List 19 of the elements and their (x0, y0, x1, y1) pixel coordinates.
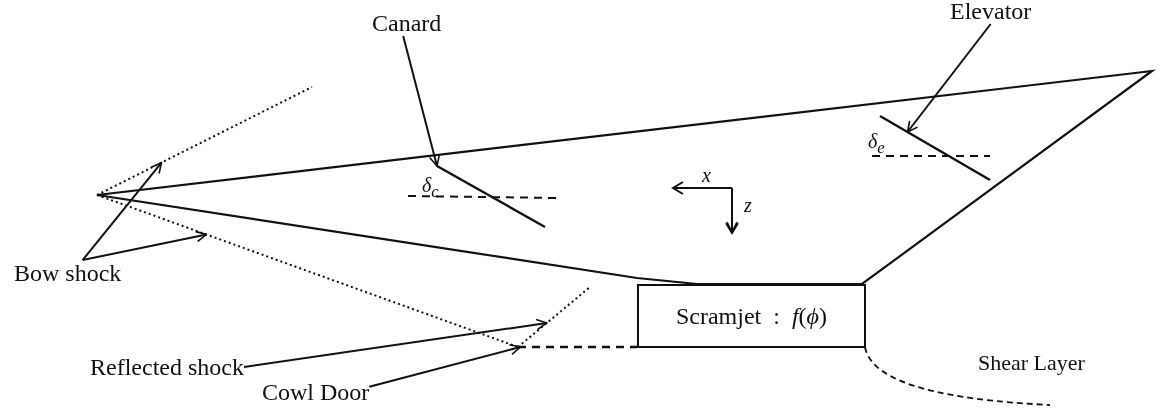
reflected-shock-line (517, 286, 591, 348)
cowl-door-line (518, 345, 637, 349)
callout-label: Elevator (950, 0, 1032, 24)
leader-arrow (81, 161, 163, 261)
callout-label: Bow shock (14, 260, 122, 286)
region-label: Shear Layer (978, 352, 1085, 374)
leader-arrow (242, 318, 548, 368)
axis-label: z (744, 194, 752, 216)
engine-box: Scramjet : f(ϕ) (637, 284, 866, 348)
axis-label: x (702, 164, 711, 186)
leader-arrow (402, 35, 441, 167)
callout-label: Cowl Door (262, 379, 370, 405)
leader-arrow (81, 230, 208, 261)
leader-arrow (368, 343, 522, 388)
angle-symbol: δ$_{c}$ (422, 174, 439, 203)
callout-label: Reflected shock (90, 354, 244, 380)
callout-label: Canard (372, 10, 442, 36)
leader-arrow (906, 23, 992, 133)
angle-symbol: δ$_{e}$ (868, 130, 885, 159)
